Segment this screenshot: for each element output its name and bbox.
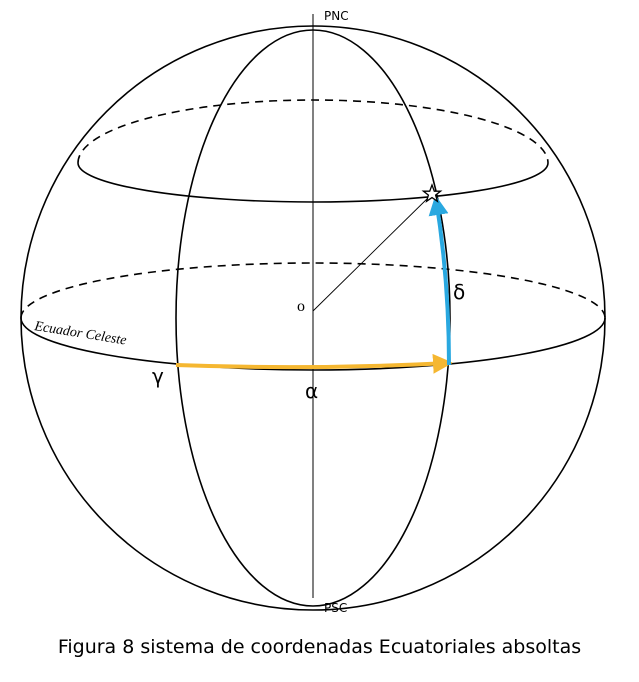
right-ascension-label: α bbox=[305, 379, 318, 403]
parallel-circle-front bbox=[77, 162, 549, 203]
equator-front bbox=[20, 317, 606, 371]
vernal-point-label: γ bbox=[152, 364, 164, 388]
star-icon bbox=[421, 183, 443, 203]
north-pole-label: PNC bbox=[324, 9, 349, 23]
right-ascension-arc bbox=[175, 353, 453, 374]
origin-label: o bbox=[297, 298, 305, 315]
origin-to-star-line bbox=[312, 194, 432, 312]
meridian-ellipse bbox=[175, 29, 451, 607]
parallel-circle-back bbox=[77, 99, 549, 164]
equator-back bbox=[20, 262, 606, 319]
equator-label: Ecuador Celeste bbox=[32, 319, 127, 349]
declination-arc bbox=[428, 195, 451, 366]
declination-label: δ bbox=[453, 280, 465, 304]
figure-caption: Figura 8 sistema de coordenadas Ecuatori… bbox=[57, 636, 582, 658]
south-pole-label: PSC bbox=[324, 601, 347, 615]
